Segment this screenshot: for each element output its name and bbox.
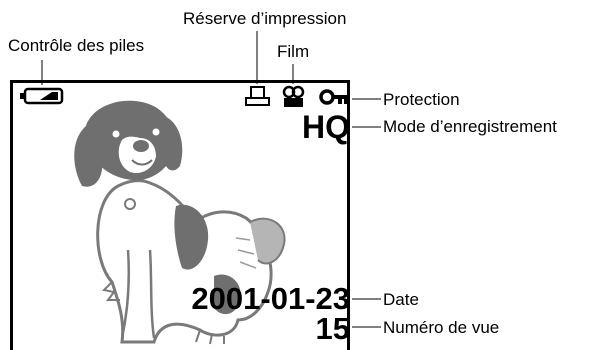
label-frame-number: Numéro de vue [383, 318, 500, 337]
protection-key-icon [319, 89, 347, 105]
label-date: Date [383, 290, 419, 309]
label-print-reserve: Réserve d’impression [183, 9, 347, 28]
date-display: 2001-01-23 [191, 281, 350, 316]
lcd-screen-frame [10, 80, 350, 350]
film-icon [282, 85, 305, 107]
label-battery-check: Contrôle des piles [8, 36, 145, 55]
label-film: Film [277, 42, 310, 61]
frame-number-display: 15 [315, 311, 350, 346]
recording-mode-indicator: HQ [302, 109, 350, 145]
label-protection: Protection [383, 90, 460, 109]
dog-image [74, 100, 286, 345]
print-reserve-icon [245, 86, 270, 106]
battery-icon [20, 87, 64, 105]
label-recording-mode: Mode d’enregistrement [383, 117, 557, 136]
